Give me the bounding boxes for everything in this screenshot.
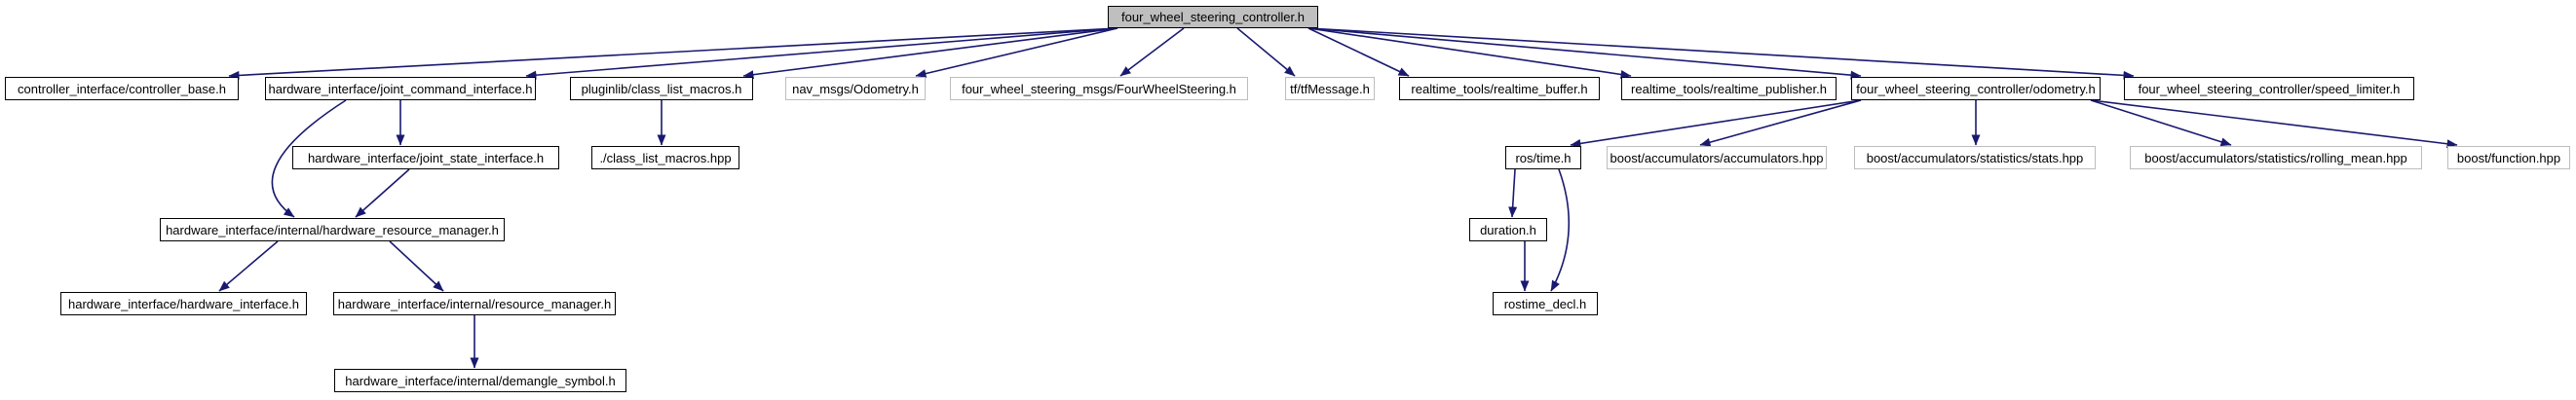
graph-node-stats: boost/accumulators/statistics/stats.hpp	[1854, 146, 2096, 169]
graph-node-pluginlib[interactable]: pluginlib/class_list_macros.h	[570, 77, 753, 100]
graph-node-resource_manager[interactable]: hardware_interface/internal/resource_man…	[333, 292, 616, 315]
graph-node-rostime_decl[interactable]: rostime_decl.h	[1493, 292, 1598, 315]
edge-root-speed_limiter	[1307, 27, 2135, 80]
edge-root-fws_msgs	[1119, 27, 1185, 77]
edge-ros_time-duration	[1508, 168, 1518, 218]
edge-odometry-boost_function	[2090, 99, 2458, 149]
edge-joint_state-hardware_resource_manager	[355, 168, 410, 218]
edge-root-nav_odometry	[915, 27, 1118, 78]
edge-root-rt_publisher	[1307, 27, 1632, 79]
edge-root-controller_base	[228, 27, 1118, 80]
graph-node-rt_buffer[interactable]: realtime_tools/realtime_buffer.h	[1399, 77, 1600, 100]
graph-node-joint_state[interactable]: hardware_interface/joint_state_interface…	[292, 146, 559, 169]
graph-node-ros_time[interactable]: ros/time.h	[1505, 146, 1581, 169]
graph-node-joint_command[interactable]: hardware_interface/joint_command_interfa…	[265, 77, 536, 100]
edge-root-tf_message	[1236, 27, 1296, 77]
edge-odometry-accumulators	[1699, 99, 1862, 147]
edge-root-pluginlib	[742, 27, 1118, 80]
graph-node-nav_odometry: nav_msgs/Odometry.h	[785, 77, 926, 100]
edge-joint_command-hardware_resource_manager	[271, 99, 347, 218]
graph-node-demangle_symbol[interactable]: hardware_interface/internal/demangle_sym…	[334, 369, 626, 392]
graph-node-rt_publisher[interactable]: realtime_tools/realtime_publisher.h	[1621, 77, 1837, 100]
graph-node-odometry[interactable]: four_wheel_steering_controller/odometry.…	[1851, 77, 2101, 100]
graph-node-tf_message: tf/tfMessage.h	[1285, 77, 1375, 100]
edges-group	[218, 27, 2458, 369]
edge-odometry-rolling_mean	[2090, 99, 2232, 147]
graph-node-root: four_wheel_steering_controller.h	[1108, 6, 1318, 28]
graph-node-accumulators: boost/accumulators/accumulators.hpp	[1607, 146, 1827, 169]
edge-root-joint_command	[525, 27, 1118, 80]
edge-root-odometry	[1307, 27, 1862, 80]
graph-node-boost_function: boost/function.hpp	[2447, 146, 2570, 169]
graph-node-controller_base[interactable]: controller_interface/controller_base.h	[5, 77, 239, 100]
graph-node-hardware_interface[interactable]: hardware_interface/hardware_interface.h	[60, 292, 307, 315]
edge-hardware_resource_manager-resource_manager	[389, 240, 444, 292]
edge-root-rt_buffer	[1307, 27, 1410, 77]
graph-node-hardware_resource_manager[interactable]: hardware_interface/internal/hardware_res…	[160, 218, 505, 241]
edge-ros_time-rostime_decl	[1550, 168, 1571, 292]
graph-node-speed_limiter[interactable]: four_wheel_steering_controller/speed_lim…	[2124, 77, 2414, 100]
graph-node-duration[interactable]: duration.h	[1469, 218, 1547, 241]
edge-odometry-ros_time	[1570, 99, 1862, 148]
graph-node-class_list_macros_hpp[interactable]: ./class_list_macros.hpp	[591, 146, 739, 169]
graph-node-rolling_mean: boost/accumulators/statistics/rolling_me…	[2130, 146, 2422, 169]
edge-hardware_resource_manager-hardware_interface	[218, 240, 279, 292]
graph-node-fws_msgs: four_wheel_steering_msgs/FourWheelSteeri…	[950, 77, 1248, 100]
